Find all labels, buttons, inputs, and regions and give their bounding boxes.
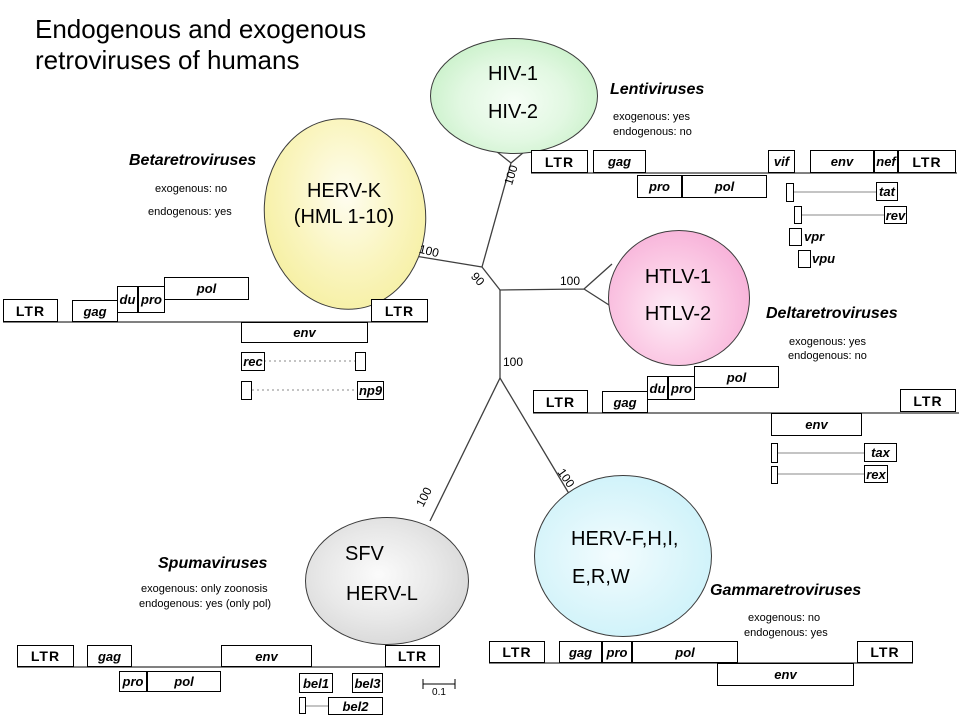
page-title-line1: Endogenous and exogenous bbox=[35, 14, 367, 44]
member-label: (HML 1-10) bbox=[293, 206, 395, 228]
endogenous-status: endogenous: yes (only pol) bbox=[139, 598, 272, 610]
endogenous-status: endogenous: no bbox=[788, 350, 867, 362]
member-label: SFV bbox=[345, 543, 384, 565]
gene-box-bel3: bel3 bbox=[352, 673, 383, 693]
gene-box-pol: pol bbox=[694, 366, 779, 388]
gene-box-gag: gag bbox=[602, 391, 648, 413]
gene-box-ltr: LTR bbox=[3, 299, 58, 322]
clade-ellipse-gammaretroviruses bbox=[534, 475, 712, 637]
clade-heading-lentiviruses: Lentiviruses bbox=[610, 81, 705, 98]
gene-box-env: env bbox=[221, 645, 312, 667]
exogenous-status: exogenous: only zoonosis bbox=[141, 583, 268, 595]
gene-box-bel2: bel2 bbox=[328, 697, 383, 715]
gene-box-env: env bbox=[717, 663, 854, 686]
page-title: Endogenous and exogenous retroviruses of… bbox=[35, 14, 366, 76]
member-label: HERV-F,H,I, bbox=[571, 528, 679, 550]
orf-connector-lines bbox=[306, 191, 884, 707]
exogenous-status: exogenous: no bbox=[748, 612, 821, 624]
gene-box-ltr: LTR bbox=[385, 645, 440, 667]
gene-box-gag: gag bbox=[72, 300, 118, 322]
member-label: HERV-L bbox=[346, 583, 418, 605]
gene-box-gag: gag bbox=[559, 641, 602, 663]
gene-box-np9: np9 bbox=[357, 381, 384, 400]
bootstrap-value-delta: 100 bbox=[560, 274, 581, 288]
clade-heading-gammaretroviruses: Gammaretroviruses bbox=[710, 582, 862, 599]
member-label: HIV-1 bbox=[487, 63, 539, 85]
page-title-line2: retroviruses of humans bbox=[35, 45, 300, 75]
gene-box-env: env bbox=[241, 322, 368, 343]
exogenous-status: exogenous: no bbox=[155, 183, 228, 195]
gene-box-ltr: LTR bbox=[898, 150, 956, 173]
gene-box-pro: pro bbox=[637, 175, 682, 198]
gene-box-vpr bbox=[789, 228, 802, 246]
endogenous-status: endogenous: yes bbox=[744, 627, 828, 639]
endogenous-status: endogenous: yes bbox=[148, 206, 232, 218]
endogenous-status: endogenous: no bbox=[613, 126, 692, 138]
gene-box-ltr: LTR bbox=[857, 641, 913, 663]
gene-box-pro: pro bbox=[602, 641, 632, 663]
clade-heading-betaretroviruses: Betaretroviruses bbox=[129, 152, 257, 169]
gene-box-pol: pol bbox=[147, 671, 221, 692]
gene-label-vpr: vpr bbox=[804, 229, 825, 244]
gene-label-vpu: vpu bbox=[812, 251, 836, 266]
member-label: HERV-K bbox=[306, 180, 382, 202]
member-label: HTLV-1 bbox=[644, 266, 712, 288]
member-label: HTLV-2 bbox=[644, 303, 712, 325]
orf-exon-box bbox=[241, 381, 252, 400]
orf-exon-box bbox=[794, 206, 802, 224]
gene-box-rex: rex bbox=[864, 465, 888, 483]
clade-heading-spumaviruses: Spumaviruses bbox=[158, 555, 268, 572]
gene-box-vpu bbox=[798, 250, 811, 268]
gene-box-tat: tat bbox=[876, 182, 898, 201]
gene-box-du: du bbox=[647, 376, 668, 400]
gene-box-pol: pol bbox=[632, 641, 738, 663]
orf-exon-box bbox=[771, 466, 778, 484]
clade-ellipse-deltaretroviruses bbox=[608, 230, 750, 366]
bootstrap-value-lower: 100 bbox=[503, 355, 524, 369]
gene-box-ltr: LTR bbox=[371, 299, 428, 322]
scale-bar bbox=[422, 679, 456, 689]
gene-box-env: env bbox=[771, 413, 862, 436]
gene-box-ltr: LTR bbox=[533, 390, 588, 413]
member-label: HIV-2 bbox=[487, 101, 539, 123]
gene-box-nef: nef bbox=[874, 150, 898, 173]
scale-bar-label: 0.1 bbox=[432, 687, 446, 698]
orf-exon-box bbox=[786, 183, 794, 202]
orf-connector-lines-dotted bbox=[252, 360, 357, 391]
gene-box-bel1: bel1 bbox=[299, 673, 333, 693]
gene-box-tax: tax bbox=[864, 443, 897, 462]
gene-box-gag: gag bbox=[593, 150, 646, 173]
member-label: E,R,W bbox=[572, 566, 630, 588]
gene-box-vif: vif bbox=[768, 150, 795, 173]
clade-heading-deltaretroviruses: Deltaretroviruses bbox=[766, 305, 898, 322]
gene-box-pro: pro bbox=[138, 286, 165, 313]
gene-box-ltr: LTR bbox=[489, 641, 545, 663]
orf-exon-box bbox=[299, 697, 306, 714]
gene-box-rev: rev bbox=[884, 206, 907, 224]
clade-ellipse-spumaviruses bbox=[305, 517, 469, 645]
gene-box-rec: rec bbox=[241, 352, 265, 371]
orf-exon-box bbox=[355, 352, 366, 371]
gene-box-ltr: LTR bbox=[17, 645, 74, 667]
gene-box-pol: pol bbox=[682, 175, 767, 198]
gene-box-pro: pro bbox=[668, 376, 695, 400]
gene-box-pro: pro bbox=[119, 671, 147, 692]
gene-box-du: du bbox=[117, 286, 138, 313]
gene-box-gag: gag bbox=[87, 645, 132, 667]
clade-ellipse-lentiviruses bbox=[430, 38, 598, 154]
exogenous-status: exogenous: yes bbox=[789, 336, 867, 348]
exogenous-status: exogenous: yes bbox=[613, 111, 691, 123]
orf-exon-box bbox=[771, 443, 778, 463]
gene-box-pol: pol bbox=[164, 277, 249, 300]
gene-box-ltr: LTR bbox=[900, 389, 956, 412]
gene-box-env: env bbox=[810, 150, 874, 173]
gene-box-ltr: LTR bbox=[531, 150, 588, 173]
